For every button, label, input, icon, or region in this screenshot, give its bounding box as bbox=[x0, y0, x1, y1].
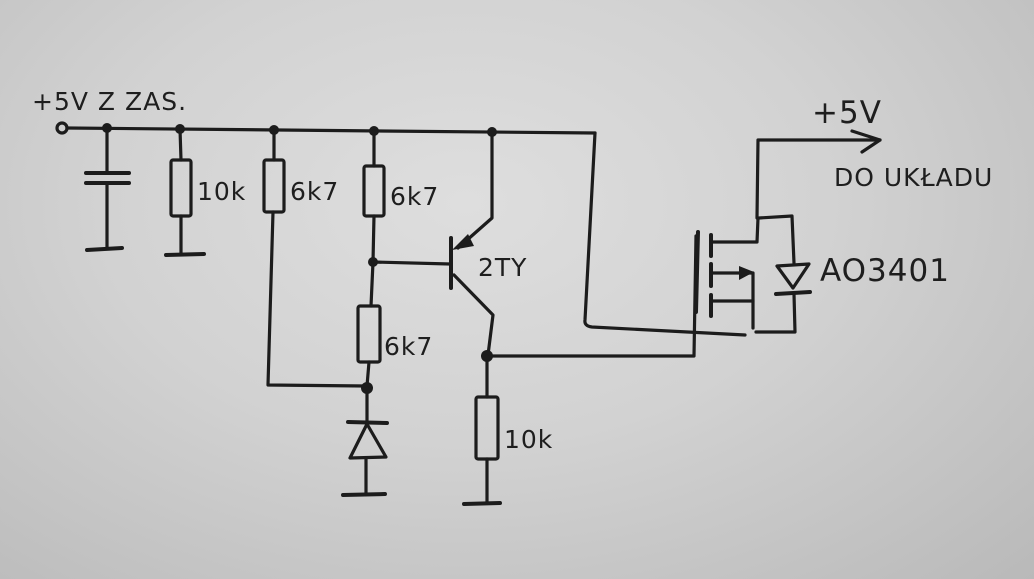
body-diode bbox=[754, 262, 812, 334]
pnp-transistor bbox=[449, 130, 495, 357]
resistor-r1 bbox=[164, 127, 206, 257]
ground-symbol bbox=[85, 246, 124, 252]
output-arrow-icon bbox=[850, 129, 882, 154]
output-destination-label: DO UKŁADU bbox=[834, 163, 993, 192]
drain-to-output-wire bbox=[755, 138, 882, 220]
gate-plate bbox=[694, 230, 700, 314]
resistor-r3 bbox=[362, 129, 386, 264]
r1-value-label: 10k bbox=[197, 177, 246, 206]
resistor-r2 bbox=[262, 128, 368, 388]
ground-symbol bbox=[462, 501, 502, 506]
base-wire bbox=[371, 260, 452, 266]
resistor-r4 bbox=[356, 260, 382, 388]
resistor-r5 bbox=[462, 354, 502, 506]
r5-value-label: 10k bbox=[504, 425, 553, 454]
output-voltage-label: +5V bbox=[812, 95, 882, 131]
r2-value-label: 6k7 bbox=[290, 177, 339, 206]
r4-value-label: 6k7 bbox=[384, 332, 433, 361]
ground-symbol bbox=[341, 492, 387, 497]
emitter-arrow bbox=[452, 234, 474, 250]
mosfet-label: AO3401 bbox=[820, 253, 950, 289]
reference-diode bbox=[341, 386, 389, 497]
ground-symbol bbox=[164, 252, 206, 257]
p-mosfet bbox=[694, 138, 882, 330]
supply-rail bbox=[65, 126, 597, 135]
transistor-label: 2TY bbox=[478, 253, 527, 282]
body-arrow bbox=[739, 266, 754, 280]
capacitor bbox=[84, 126, 131, 252]
rail-to-mosfet-source-wire bbox=[583, 131, 747, 337]
r3-value-label: 6k7 bbox=[390, 182, 439, 211]
input-label: +5V Z ZAS. bbox=[32, 87, 187, 116]
